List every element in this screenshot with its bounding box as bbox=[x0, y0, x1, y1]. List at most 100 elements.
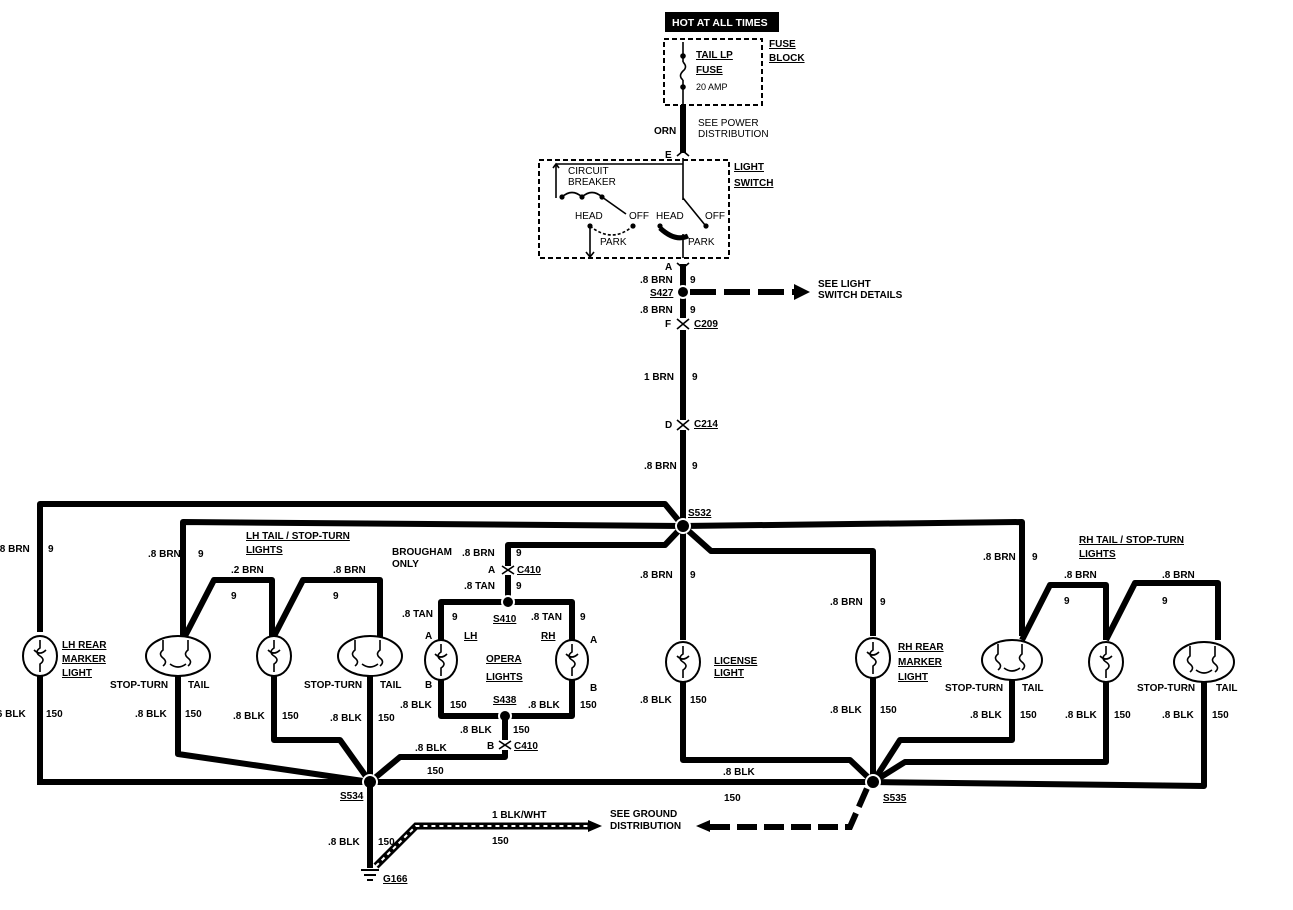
lh-marker-title-line3: LIGHT bbox=[62, 668, 92, 679]
rh-stop-turn1-label: STOP-TURN bbox=[945, 683, 1003, 694]
lh-group-title-line2: LIGHTS bbox=[246, 545, 283, 556]
splice-s410-label: S410 bbox=[493, 614, 517, 625]
right-park-contact-bar bbox=[658, 226, 690, 241]
c410-bottom-pin: B bbox=[487, 741, 494, 752]
rh-marker-title-line2: MARKER bbox=[898, 657, 943, 668]
opera-out-gnd-circuit: 150 bbox=[427, 766, 444, 777]
c410-bottom-label: C410 bbox=[514, 741, 538, 752]
lh-gnd2-size: .8 BLK bbox=[233, 711, 265, 722]
c209-pin: F bbox=[665, 319, 671, 330]
splice-s532 bbox=[675, 518, 691, 534]
opera-rh-pin-a: A bbox=[590, 635, 597, 646]
rh-tail1-label: TAIL bbox=[1022, 683, 1043, 694]
circuit-breaker-line2: BREAKER bbox=[568, 177, 616, 188]
lh-gnd3-size: .8 BLK bbox=[330, 713, 362, 724]
left-park-label: PARK bbox=[600, 237, 627, 248]
brougham-line2: ONLY bbox=[392, 559, 419, 570]
rh-gnd3-size: .8 BLK bbox=[1162, 710, 1194, 721]
opera-lh-tan-size: .8 TAN bbox=[402, 609, 433, 620]
breaker-contact-1 bbox=[559, 194, 565, 200]
right-switch-blade bbox=[682, 197, 706, 226]
ground-distribution-link bbox=[710, 784, 871, 830]
opera-rh-pin-b: B bbox=[590, 683, 597, 694]
rh-gnd2-circuit: 150 bbox=[1114, 710, 1131, 721]
lh-jumper1-size: .2 BRN bbox=[231, 565, 264, 576]
breaker-arrow-icon bbox=[552, 162, 560, 169]
left-head-label: HEAD bbox=[575, 211, 603, 222]
c209-label: C209 bbox=[694, 319, 718, 330]
lh-jumper-1 bbox=[180, 577, 275, 642]
c214-label: C214 bbox=[694, 419, 718, 430]
opera-lh-label: LH bbox=[464, 631, 477, 642]
opera-rh-tan-circuit: 9 bbox=[580, 612, 586, 623]
opera-tan-size: .8 TAN bbox=[464, 581, 495, 592]
rh-stop-turn-filament-icon bbox=[994, 644, 1026, 672]
rh-stop-turn2-label: STOP-TURN bbox=[1137, 683, 1195, 694]
lh-stop-turn2-label: STOP-TURN bbox=[304, 680, 362, 691]
ground-bus-circuit: 150 bbox=[724, 793, 741, 804]
right-off-contact bbox=[703, 223, 709, 229]
lh-marker-feed-wire bbox=[37, 501, 686, 632]
shielded-ground-wire bbox=[373, 822, 588, 869]
opera-lh-tan-circuit: 9 bbox=[452, 612, 458, 623]
rh-tail-feed-wire bbox=[682, 519, 1025, 636]
rh-marker-title-line1: RH REAR bbox=[898, 642, 944, 653]
connector-c209-icon bbox=[676, 318, 690, 330]
opera-rh-tan-wire bbox=[508, 599, 575, 640]
lh-jumper2-size: .8 BRN bbox=[333, 565, 366, 576]
right-park-label: PARK bbox=[688, 237, 715, 248]
left-park-path bbox=[589, 225, 634, 236]
lh-tail-feed-wire bbox=[180, 519, 684, 636]
rh-marker-feed-circuit: 9 bbox=[880, 597, 886, 608]
power-distribution-note-line1: SEE POWER bbox=[698, 118, 759, 129]
opera-out-gnd-wire bbox=[368, 750, 508, 785]
c410-top-pin: A bbox=[488, 565, 495, 576]
lh-marker-title-line1: LH REAR bbox=[62, 640, 107, 651]
right-off-label: OFF bbox=[705, 211, 725, 222]
splice-s427-label: S427 bbox=[650, 288, 674, 299]
c410-top-label: C410 bbox=[517, 565, 541, 576]
rh-marker-feed-wire bbox=[681, 523, 876, 636]
fuse-block-title-line1: FUSE bbox=[769, 39, 796, 50]
rh-gnd3-circuit: 150 bbox=[1212, 710, 1229, 721]
opera-rh-label: RH bbox=[541, 631, 555, 642]
opera-out-gnd-size: .8 BLK bbox=[415, 743, 447, 754]
license-feed-size: .8 BRN bbox=[640, 570, 673, 581]
rh-jumper2-size: .8 BRN bbox=[1162, 570, 1195, 581]
rh-jumper1-size: .8 BRN bbox=[1064, 570, 1097, 581]
lh-tail2-label: TAIL bbox=[380, 680, 401, 691]
fuse-name: TAIL LP bbox=[696, 50, 733, 61]
main-feed-wire4-size: .8 BRN bbox=[644, 461, 677, 472]
license-title-line2: LIGHT bbox=[714, 668, 744, 679]
lh-group-feed-circuit: 9 bbox=[198, 549, 204, 560]
splice-s532-label: S532 bbox=[688, 508, 712, 519]
opera-feed-circuit: 9 bbox=[516, 548, 522, 559]
splice-s534-label: S534 bbox=[340, 791, 364, 802]
opera-title-line1: OPERA bbox=[486, 654, 522, 665]
opera-rh-gnd-circuit: 150 bbox=[580, 700, 597, 711]
opera-lh-gnd-circuit: 150 bbox=[450, 700, 467, 711]
light-switch-title-line1: LIGHT bbox=[734, 162, 764, 173]
opera-mid-gnd-size: .8 BLK bbox=[460, 725, 492, 736]
fuse-block-outline bbox=[663, 38, 763, 106]
hot-at-all-times-label: HOT AT ALL TIMES bbox=[672, 17, 768, 29]
lh-stop-turn1-label: STOP-TURN bbox=[110, 680, 168, 691]
connector-c214-icon bbox=[676, 419, 690, 431]
splice-s427 bbox=[676, 285, 690, 299]
shielded-ground-stripe bbox=[375, 825, 588, 867]
connector-c410-bottom-icon bbox=[498, 740, 512, 750]
switch-pin-a: A bbox=[665, 262, 672, 273]
hot-at-all-times-box bbox=[665, 12, 779, 32]
connector-e-icon bbox=[676, 149, 690, 157]
rh-jumper1-circuit: 9 bbox=[1064, 596, 1070, 607]
lh-jumper2-circuit: 9 bbox=[333, 591, 339, 602]
license-gnd-circuit: 150 bbox=[690, 695, 707, 706]
brougham-line1: BROUGHAM bbox=[392, 547, 452, 558]
main-feed-wire1-circuit: 9 bbox=[690, 275, 696, 286]
rh-stop-turn-lamp bbox=[981, 639, 1043, 681]
lh-marker-feed-circuit: 9 bbox=[48, 544, 54, 555]
splice-s438-label: S438 bbox=[493, 695, 517, 706]
opera-rh-filament-icon bbox=[565, 644, 579, 676]
opera-mid-gnd-circuit: 150 bbox=[513, 725, 530, 736]
